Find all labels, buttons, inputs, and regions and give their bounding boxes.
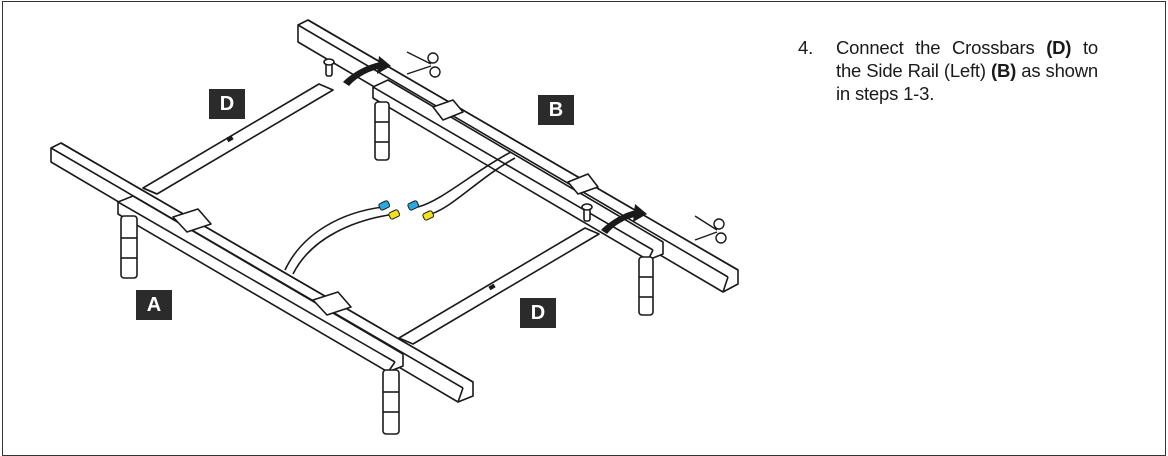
part-label-d-bottom: D <box>520 298 556 328</box>
scissors-icon <box>406 51 441 78</box>
motor-cables <box>284 151 516 275</box>
step-instruction: 4. Connect the Crossbars (D) to the Side… <box>798 36 1098 105</box>
part-reference-b: (B) <box>991 60 1017 81</box>
step-text-part: Connect the Crossbars <box>836 37 1047 58</box>
part-label-b: B <box>538 95 574 125</box>
side-rail-b <box>297 19 739 316</box>
arrow-icon <box>343 56 647 234</box>
step-text-part: to the Side Rail (Left) <box>836 37 1098 81</box>
side-rail-a <box>50 142 474 435</box>
step-text-part: as shown in steps 1-3. <box>836 60 1099 104</box>
assembly-diagram <box>50 19 739 435</box>
crossbar-d-bottom <box>398 227 600 345</box>
cable-connectors <box>378 200 435 221</box>
part-label-d-top: D <box>209 89 245 119</box>
step-number: 4. <box>798 37 814 58</box>
crossbar-d-top <box>142 83 334 195</box>
step-text: Connect the Crossbars (D) to the Side Ra… <box>836 36 1098 105</box>
part-label-a: A <box>136 290 172 320</box>
part-reference-d: (D) <box>1046 37 1072 58</box>
scissors-icon <box>694 215 727 244</box>
